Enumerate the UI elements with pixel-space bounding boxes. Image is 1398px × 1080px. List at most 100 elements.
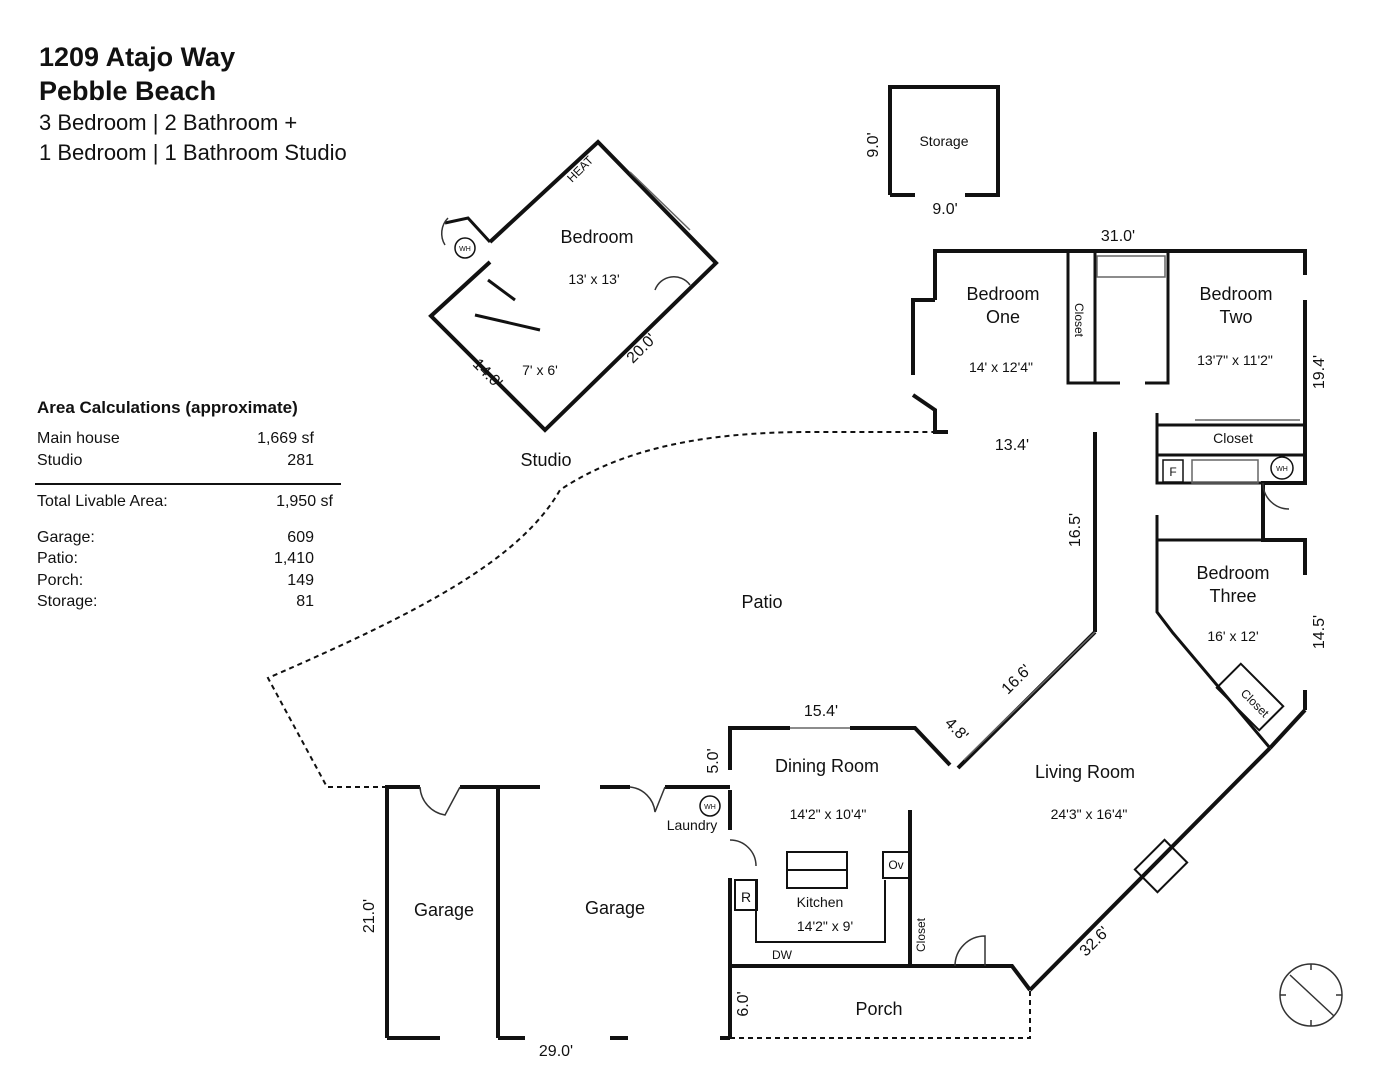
bedroom-two-size: 13'7" x 11'2" bbox=[1197, 352, 1273, 368]
bedroom-one-name-1: Bedroom bbox=[966, 284, 1039, 304]
compass-icon bbox=[1279, 963, 1343, 1027]
dim-hall-side: 16.5' bbox=[1067, 513, 1084, 547]
garage-bottom-wall bbox=[387, 787, 730, 1040]
living-room-size: 24'3" x 16'4" bbox=[1051, 806, 1128, 822]
area-row-total: Total Livable Area: 1,950 sf bbox=[37, 493, 339, 515]
window bbox=[1191, 459, 1259, 484]
dim-bed-three-side: 14.5' bbox=[1311, 615, 1328, 649]
area-label: Patio: bbox=[37, 550, 78, 567]
dim-garage-side: 21.0' bbox=[361, 899, 378, 933]
door-swing bbox=[729, 839, 757, 867]
area-value: 281 bbox=[287, 451, 314, 469]
area-value: 1,950 sf bbox=[276, 493, 333, 510]
bed-three-bottom-wall bbox=[1268, 708, 1307, 750]
closet-b3-box bbox=[1215, 662, 1285, 732]
wh-label-bath: WH bbox=[1276, 466, 1288, 473]
dining-room-size: 14'2" x 10'4" bbox=[790, 806, 867, 822]
patio-outline bbox=[266, 431, 935, 788]
garage-left-label: Garage bbox=[414, 900, 474, 920]
fireplace bbox=[1133, 838, 1189, 894]
bedroom-one-size: 14' x 12'4" bbox=[969, 359, 1033, 375]
bed-one-wall-left bbox=[911, 298, 948, 434]
porch-outline bbox=[730, 990, 1031, 1039]
studio-walls bbox=[428, 139, 719, 433]
studio-bath-walls bbox=[444, 216, 541, 332]
area-value: 1,410 bbox=[273, 550, 314, 567]
window bbox=[963, 631, 1096, 761]
garage-right-label: Garage bbox=[585, 898, 645, 918]
bedroom-three-name-2: Three bbox=[1209, 586, 1256, 606]
main-house-wall-top bbox=[933, 249, 1307, 300]
dim-dining-side: 5.0' bbox=[705, 748, 722, 773]
studio-bath-size: 7' x 6' bbox=[522, 362, 558, 378]
address-line-2: Pebble Beach bbox=[39, 76, 217, 106]
dining-walls bbox=[728, 726, 952, 770]
furnace-label: F bbox=[1169, 465, 1176, 479]
closet-b2-label: Closet bbox=[1213, 430, 1253, 446]
door-swing bbox=[954, 935, 986, 967]
dim-diag-wall: 16.6' bbox=[999, 662, 1035, 698]
area-value: 149 bbox=[287, 571, 314, 589]
area-value: 609 bbox=[287, 528, 314, 546]
bedroom-two-name-2: Two bbox=[1219, 307, 1252, 327]
area-label: Storage: bbox=[37, 593, 98, 610]
wh-label-laundry: WH bbox=[704, 804, 716, 811]
patio-label: Patio bbox=[741, 592, 782, 612]
oven-box bbox=[882, 851, 910, 879]
area-label: Porch: bbox=[37, 571, 84, 589]
studio-label: Studio bbox=[520, 450, 571, 470]
door-swing bbox=[1262, 482, 1290, 510]
dim-top-width: 31.0' bbox=[1101, 228, 1135, 245]
area-label: Total Livable Area: bbox=[37, 493, 168, 510]
area-row-main-house: Main house 1,669 sf bbox=[37, 430, 339, 452]
area-label: Main house bbox=[37, 430, 120, 447]
area-row-garage: Garage: 609 bbox=[37, 529, 339, 551]
studio-bedroom-name: Bedroom bbox=[560, 227, 633, 247]
door-swing bbox=[654, 276, 691, 291]
dim-studio-long: 20.0' bbox=[624, 331, 660, 367]
area-calculations-title: Area Calculations (approximate) bbox=[37, 398, 298, 417]
door-swing bbox=[629, 786, 666, 813]
porch-label: Porch bbox=[855, 999, 902, 1019]
dining-room-name: Dining Room bbox=[775, 756, 879, 776]
fridge-box bbox=[734, 879, 758, 911]
dim-dining-bevel: 4.8' bbox=[941, 715, 971, 745]
bedroom-one-name-2: One bbox=[986, 307, 1020, 327]
studio-bedroom-size: 13' x 13' bbox=[568, 271, 619, 287]
living-diag-wall bbox=[1028, 746, 1272, 992]
dim-living-diag: 32.6' bbox=[1077, 924, 1113, 960]
summary-line-1: 3 Bedroom | 2 Bathroom + bbox=[39, 110, 298, 135]
address-line-1: 1209 Atajo Way bbox=[39, 42, 236, 72]
bedroom-two-name-1: Bedroom bbox=[1199, 284, 1272, 304]
plan-header: 1209 Atajo Way Pebble Beach 3 Bedroom | … bbox=[39, 40, 347, 168]
dim-bed-two-side: 19.4' bbox=[1311, 355, 1328, 389]
area-value: 81 bbox=[296, 593, 314, 610]
summary-line-2: 1 Bedroom | 1 Bathroom Studio bbox=[39, 140, 347, 165]
fridge-label: R bbox=[741, 889, 751, 905]
closet-b1-label: Closet bbox=[1072, 303, 1086, 338]
area-row-porch: Porch: 149 bbox=[37, 572, 339, 594]
dim-garage-bottom: 29.0' bbox=[539, 1043, 573, 1060]
dim-dining-top: 15.4' bbox=[804, 703, 838, 720]
bed-three-walls bbox=[1155, 515, 1272, 749]
bedroom-three-size: 16' x 12' bbox=[1207, 628, 1258, 644]
kitchen-name: Kitchen bbox=[797, 894, 844, 910]
closet-entry-label: Closet bbox=[914, 917, 928, 952]
area-calculations-panel: Area Calculations (approximate) Main hou… bbox=[35, 398, 341, 615]
kitchen-size: 14'2" x 9' bbox=[797, 918, 853, 934]
laundry-label: Laundry bbox=[667, 817, 718, 833]
area-label: Garage: bbox=[37, 528, 95, 546]
storage-name: Storage bbox=[919, 133, 968, 149]
window bbox=[1096, 255, 1166, 278]
area-label: Studio bbox=[37, 451, 83, 469]
area-row-storage: Storage: 81 bbox=[37, 593, 339, 615]
area-value: 1,669 sf bbox=[257, 430, 314, 447]
dim-bed-one-bottom: 13.4' bbox=[995, 437, 1029, 454]
oven-label: Ov bbox=[888, 858, 903, 872]
area-row-patio: Patio: 1,410 bbox=[37, 550, 339, 572]
bed-one-closet-wall bbox=[1066, 253, 1170, 385]
dim-porch-side: 6.0' bbox=[735, 991, 752, 1016]
divider bbox=[35, 483, 341, 485]
bath-wall-right bbox=[1261, 430, 1307, 710]
